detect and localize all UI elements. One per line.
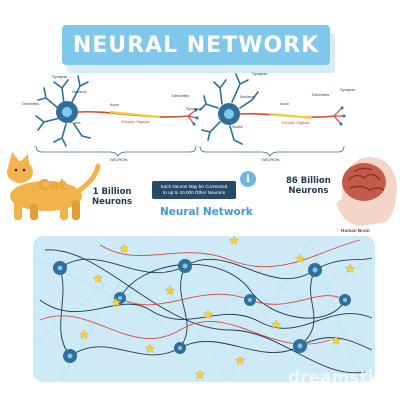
label-synapse-4: Synapse: [340, 87, 356, 92]
network-panel: [33, 236, 375, 382]
synapse-stars: [78, 235, 356, 379]
human-count-line1: 86 Billion: [286, 176, 331, 186]
cat-illustration: [7, 152, 101, 220]
watermark: dreamstime: [288, 368, 400, 388]
cat-count-line1: 1 Billion: [92, 187, 132, 197]
human-head-illustration: [336, 156, 397, 226]
neuron-1-brace: [35, 145, 197, 157]
neuron-1-nucleus: [62, 107, 72, 117]
axon-1-terminals: [187, 109, 198, 125]
info-icon: i: [240, 171, 256, 187]
electric-signal-1: [109, 110, 161, 119]
cat-neuron-count: 1 Billion Neurons: [92, 187, 132, 207]
label-synapse-3: Synapse: [252, 71, 268, 76]
label-axon-1: Axon: [110, 102, 120, 107]
label-axon-2: Axon: [280, 101, 290, 106]
network-nuclei: [57, 263, 347, 359]
connection-note: Each Neuron May be Connected to up to 10…: [152, 181, 236, 199]
title-banner: NEURAL NETWORK: [62, 25, 330, 65]
electric-signal-2: [269, 112, 313, 120]
label-electric-signals-1: Electric Signals: [122, 119, 150, 124]
label-dendrites-3: Dendrites: [312, 92, 330, 97]
label-neuron-1: NEURON: [110, 157, 128, 162]
label-neuron-2: NEURON: [262, 157, 280, 162]
label-dendrites-2: Dendrites: [172, 93, 190, 98]
label-nucleus-2: Nucleus: [240, 94, 255, 99]
label-nucleus-1: Nucleus: [72, 89, 87, 94]
network-neurons: [53, 259, 351, 363]
page-title: NEURAL NETWORK: [72, 32, 320, 58]
neuron-1-dendrites: [35, 75, 91, 147]
note-line2: to up to 10,000 Other Neurons: [162, 190, 226, 195]
label-soma-2: Soma: [232, 124, 243, 129]
cat-count-line2: Neurons: [92, 197, 133, 207]
human-neuron-count: 86 Billion Neurons: [286, 176, 331, 196]
label-dendrites-1: Dendrites: [22, 101, 40, 106]
neuron-2-dendrites: [199, 73, 259, 145]
label-electric-signals-2: Electric Signals: [282, 120, 310, 125]
axon-2-terminals: [333, 107, 344, 125]
neuron-2-nucleus: [224, 109, 234, 119]
human-brain-caption: Human Brain: [341, 228, 370, 233]
label-soma-1: Soma: [70, 120, 81, 125]
neuron-2-brace: [199, 145, 345, 157]
network-label: Neural Network: [160, 206, 253, 218]
human-count-line2: Neurons: [288, 186, 329, 196]
background-web: [39, 238, 371, 381]
cat-label: Cat: [38, 176, 67, 194]
label-synapse-2: Synapse: [186, 106, 202, 111]
label-synapse-1: Synapse: [52, 74, 68, 79]
note-line1: Each Neuron May be Connected: [160, 184, 228, 189]
